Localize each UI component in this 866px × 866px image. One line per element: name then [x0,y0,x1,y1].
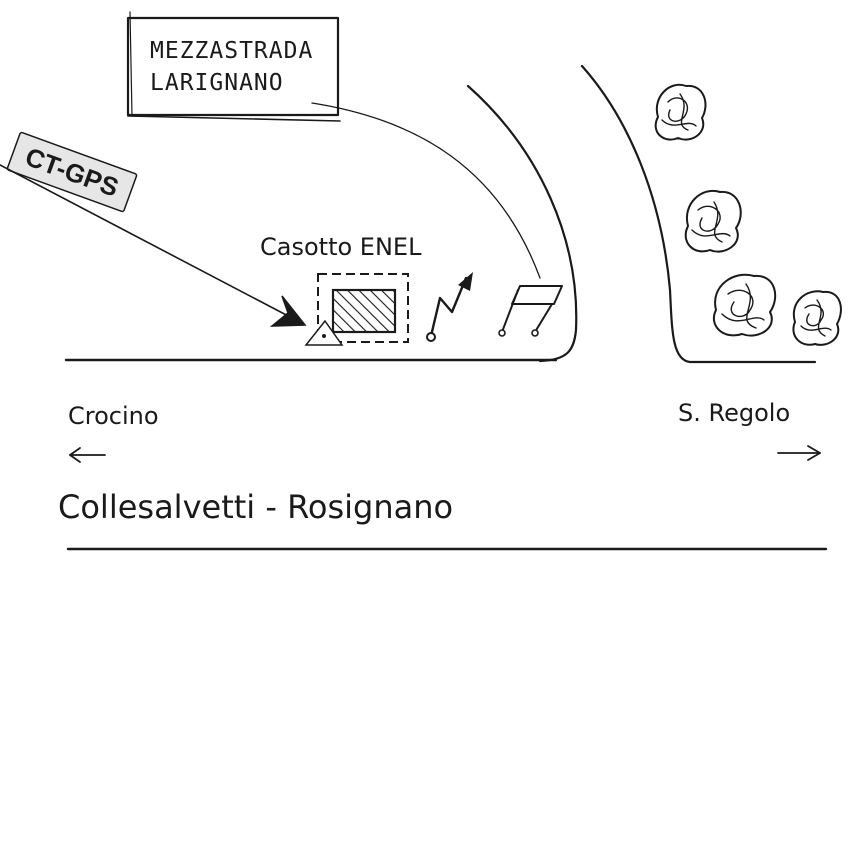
side-road-right-edge [580,64,817,364]
traffic-sign-icon [498,285,563,337]
main-road-label: Collesalvetti - Rosignano [58,488,453,526]
ct-gps-badge: CT-GPS [6,131,138,213]
gps-pointer-arrowhead-icon [269,295,307,327]
gps-station-triangle-icon [304,319,344,346]
enel-building [317,273,409,343]
sign-line2: LARIGNANO [150,70,284,96]
mezzastrada-sign: MEZZASTRADA LARIGNANO [126,11,341,122]
tree-icon [654,83,707,141]
left-arrow-icon [69,447,106,463]
right-arrow-icon [777,445,821,461]
electric-pole-icon [426,272,473,342]
sign-line1: MEZZASTRADA [150,38,313,64]
casotto-enel-label: Casotto ENEL [260,233,422,261]
side-road-left-edge [466,84,578,363]
s-regolo-label: S. Regolo [678,399,790,427]
crocino-label: Crocino [68,402,159,430]
tree-icon [792,290,842,346]
sign-leader-line [311,102,541,279]
tree-icon [713,273,777,337]
tree-icon [684,189,742,253]
gps-pointer-line [0,164,293,319]
